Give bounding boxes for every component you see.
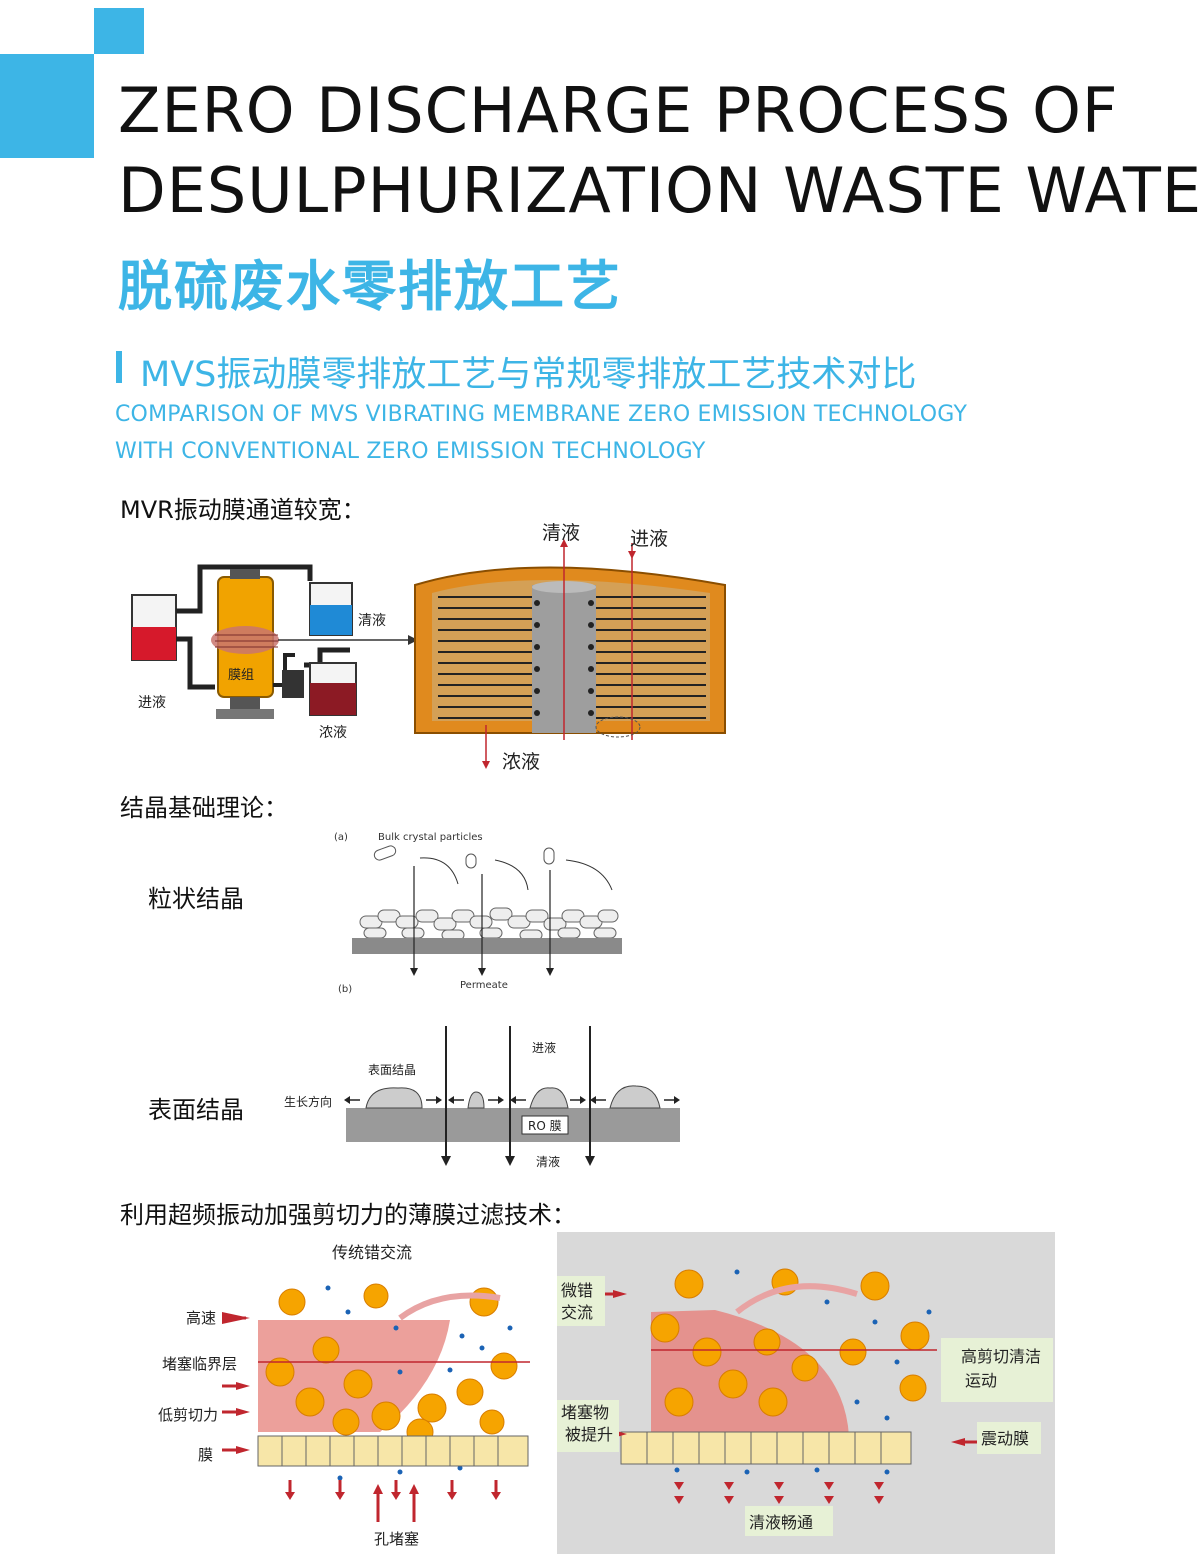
membrane-group-label: 膜组 xyxy=(228,668,254,683)
corner-square-top xyxy=(94,8,144,54)
lifted-label-2: 被提升 xyxy=(565,1425,613,1444)
fig2-caption: 结晶基础理论： xyxy=(120,794,288,822)
bottom-concentrate-label: 浓液 xyxy=(502,751,540,773)
lifted-label-1: 堵塞物 xyxy=(561,1403,609,1422)
mvr-membrane-diagram: 膜组 清液 浓液 进液 清液 进液 浓液 xyxy=(131,522,726,773)
panel-a-label: (a) xyxy=(334,832,348,843)
surface-crystallization-diagram: RO 膜 进液 表面结晶 生长方向 清液 xyxy=(284,1026,680,1169)
feed-label-2: 进液 xyxy=(532,1040,556,1055)
title-cn: 脱硫废水零排放工艺 xyxy=(118,255,622,318)
bulk-particles-label: Bulk crystal particles xyxy=(378,832,483,843)
fig1-caption: MVR振动膜通道较宽： xyxy=(120,496,366,524)
growth-direction-label: 生长方向 xyxy=(284,1094,332,1109)
left-title: 传统错交流 xyxy=(332,1243,412,1262)
top-feed-label: 进液 xyxy=(630,528,668,550)
panel-b-label: (b) xyxy=(338,984,352,995)
traditional-crossflow-diagram: 传统错交流 高速 堵塞临界层 低剪切力 膜 xyxy=(158,1243,530,1548)
granular-crystal-label: 粒状结晶 xyxy=(148,885,244,913)
pore-block-label: 孔堵塞 xyxy=(374,1530,419,1548)
granular-crystallization-diagram: (a) Bulk crystal particles (b) Permeate xyxy=(334,832,622,995)
corner-square-left xyxy=(0,54,94,158)
high-shear-label-1: 高剪切清洁 xyxy=(961,1347,1041,1366)
micro-cross-label-1: 微错 xyxy=(561,1281,593,1300)
section-marker xyxy=(116,351,122,383)
permeate-label: Permeate xyxy=(460,980,508,991)
membrane-label: 膜 xyxy=(198,1446,213,1464)
feed-label: 进液 xyxy=(138,695,166,711)
low-shear-label: 低剪切力 xyxy=(158,1406,218,1424)
surface-crystal-label: 表面结晶 xyxy=(148,1096,244,1124)
clear-label-2: 清液 xyxy=(536,1154,560,1169)
high-speed-label: 高速 xyxy=(186,1309,216,1327)
ro-membrane-label: RO 膜 xyxy=(528,1119,562,1133)
section-title-cn: MVS振动膜零排放工艺与常规零排放工艺技术对比 xyxy=(140,355,917,395)
section-title-en-line2: WITH CONVENTIONAL ZERO EMISSION TECHNOLO… xyxy=(115,439,706,464)
fig4-caption: 利用超频振动加强剪切力的薄膜过滤技术： xyxy=(120,1201,576,1229)
title-en-line2: DESULPHURIZATION WASTE WATER xyxy=(118,154,1200,227)
vibrating-membrane-label: 震动膜 xyxy=(981,1429,1029,1448)
block-layer-label: 堵塞临界层 xyxy=(162,1355,237,1373)
concentrate-label: 浓液 xyxy=(319,725,347,741)
surface-crystal-inner-label: 表面结晶 xyxy=(368,1063,416,1077)
title-en-line1: ZERO DISCHARGE PROCESS OF xyxy=(118,74,1119,147)
micro-cross-label-2: 交流 xyxy=(561,1303,593,1322)
clear-flow-label: 清液畅通 xyxy=(749,1513,813,1532)
section-title-en-line1: COMPARISON OF MVS VIBRATING MEMBRANE ZER… xyxy=(115,402,968,427)
vibrating-membrane-diagram: 微错 交流 高剪切清洁 运动 堵塞物 被提升 震动膜 清液畅通 xyxy=(557,1232,1055,1554)
top-clear-label: 清液 xyxy=(542,522,580,544)
clear-liquid-label: 清液 xyxy=(358,613,386,629)
high-shear-label-2: 运动 xyxy=(965,1371,997,1390)
